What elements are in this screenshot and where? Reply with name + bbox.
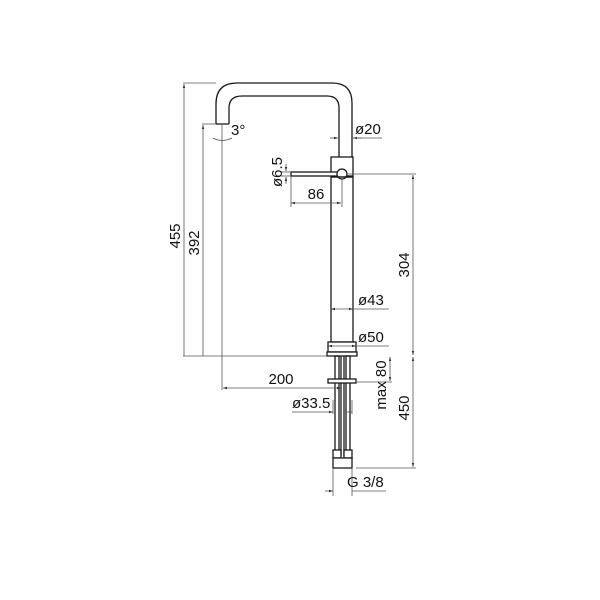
dimension-labels: 455 392 3° ø20 ø6.5 86 304 ø43 ø50 200 ø… [167, 121, 413, 491]
label-spout-reach: 200 [268, 371, 293, 388]
label-lever-diameter: ø6.5 [269, 157, 286, 187]
label-body-height: 304 [396, 252, 413, 277]
label-base-diameter: ø50 [358, 329, 384, 346]
spout-outer [215, 82, 353, 157]
label-spout-diameter: ø20 [355, 121, 381, 138]
label-body-diameter: ø43 [358, 292, 384, 309]
fitting-left [332, 449, 342, 459]
label-spout-height: 392 [186, 230, 203, 255]
label-total-height: 455 [167, 223, 184, 248]
label-hose-length: 450 [396, 395, 413, 420]
lever [290, 171, 342, 177]
fitting-right [343, 449, 353, 459]
label-spout-angle: 3° [231, 122, 245, 139]
spout-inner [228, 95, 340, 157]
shank-rod-right [345, 355, 351, 457]
thread-connector [332, 457, 353, 469]
base-ring [327, 341, 357, 353]
faucet-outline [215, 82, 358, 469]
dimension-lines [182, 82, 416, 496]
label-connection-thread: G 3/8 [347, 474, 384, 491]
label-max-deck: max 80 [373, 360, 390, 409]
label-shank-diameter: ø33.5 [292, 395, 330, 412]
shank-rod-left [334, 355, 340, 457]
mounting-nut [327, 378, 357, 384]
base-plate [326, 351, 358, 357]
label-lever-length: 86 [308, 186, 325, 203]
